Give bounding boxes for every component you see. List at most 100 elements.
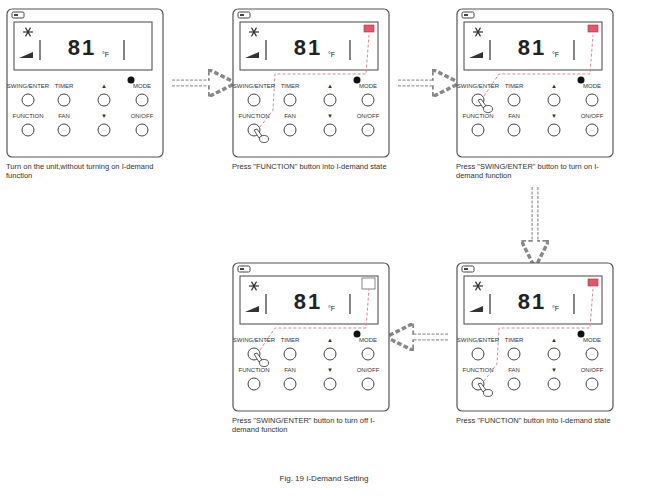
step-caption: Press "FUNCTION" button into I-demand st… <box>456 416 614 425</box>
push-button <box>136 124 148 136</box>
temperature-unit: °F <box>328 51 335 58</box>
button-label: TIMER <box>281 337 300 343</box>
button-label: FUNCTION <box>463 367 494 373</box>
temperature-readout: 81 <box>68 37 96 59</box>
lcd-display <box>464 22 602 70</box>
controller-step: 81°FSWING/ENTERTIMER▲MODEFUNCTIONFAN▼ON/… <box>232 8 390 174</box>
button-label: FUNCTION <box>239 113 270 119</box>
push-button <box>98 124 110 136</box>
status-icon <box>238 266 250 272</box>
status-icon <box>238 12 250 18</box>
push-button <box>586 378 598 390</box>
temperature-readout: 81 <box>294 291 322 313</box>
i-demand-indicator <box>364 25 374 32</box>
button-label: ON/OFF <box>357 367 380 373</box>
controller-housing <box>457 263 613 411</box>
push-button <box>324 94 336 106</box>
figure-caption: Fig. 19 I-Demand Setting <box>280 474 369 483</box>
button-label: MODE <box>583 337 601 343</box>
push-button <box>324 348 336 360</box>
push-button <box>586 124 598 136</box>
fan-speed-icon <box>245 306 259 312</box>
cool-mode-icon <box>473 28 483 37</box>
controller-step: 81°FSWING/ENTERTIMER▲MODEFUNCTIONFAN▼ON/… <box>456 262 614 428</box>
lcd-separator <box>573 40 574 60</box>
button-label: FAN <box>508 113 520 119</box>
pressing-hand <box>478 99 493 113</box>
button-label: ON/OFF <box>131 113 154 119</box>
push-button <box>324 124 336 136</box>
push-button <box>22 94 34 106</box>
indicator-lamp <box>578 77 585 84</box>
controller-housing <box>233 263 389 411</box>
button-label: FAN <box>58 113 70 119</box>
controller-housing <box>7 9 163 157</box>
button-label: MODE <box>133 83 151 89</box>
step-caption: Press "FUNCTION" button into I-demand st… <box>232 162 390 171</box>
push-button <box>586 94 598 106</box>
cool-mode-icon <box>249 28 259 37</box>
button-label: FUNCTION <box>13 113 44 119</box>
push-button <box>362 124 374 136</box>
temperature-readout: 81 <box>518 291 546 313</box>
button-label: ON/OFF <box>357 113 380 119</box>
button-label: TIMER <box>55 83 74 89</box>
fan-speed-icon <box>245 52 259 58</box>
lcd-separator <box>349 40 350 60</box>
temperature-unit: °F <box>328 305 335 312</box>
button-label: SWING/ENTER <box>233 83 275 89</box>
button-label: SWING/ENTER <box>457 83 499 89</box>
push-button <box>472 348 484 360</box>
push-button <box>362 94 374 106</box>
push-button <box>548 94 560 106</box>
button-label: SWING/ENTER <box>7 83 49 89</box>
button-label: MODE <box>583 83 601 89</box>
step-arrow <box>172 83 222 84</box>
fan-speed-icon <box>19 52 33 58</box>
button-label: ON/OFF <box>581 113 604 119</box>
lcd-separator <box>349 294 350 314</box>
cool-mode-icon <box>473 282 483 291</box>
i-demand-indicator <box>588 279 598 286</box>
controller-housing <box>457 9 613 157</box>
push-button <box>248 94 260 106</box>
button-label: ▼ <box>551 113 557 119</box>
button-label: TIMER <box>505 337 524 343</box>
push-button <box>586 348 598 360</box>
pressing-hand <box>254 129 269 143</box>
push-button <box>508 348 520 360</box>
push-button <box>508 124 520 136</box>
temperature-readout: 81 <box>294 37 322 59</box>
step-arrow <box>400 337 448 338</box>
push-button <box>362 348 374 360</box>
button-label: ON/OFF <box>581 367 604 373</box>
status-icon <box>462 266 474 272</box>
push-button <box>22 124 34 136</box>
status-icon <box>12 12 24 18</box>
indicator-lamp <box>354 331 361 338</box>
step-arrow <box>398 83 446 84</box>
lcd-display <box>240 22 378 70</box>
step-caption: Turn on the unit,without turning on I-de… <box>6 162 164 181</box>
lcd-separator <box>265 294 266 314</box>
button-label: ▲ <box>551 83 557 89</box>
lcd-display <box>240 276 378 324</box>
step-arrow <box>535 187 536 254</box>
press-guide-line <box>260 289 369 350</box>
step-caption: Press "SWING/ENTER" button to turn on I-… <box>456 162 614 181</box>
button-label: SWING/ENTER <box>457 337 499 343</box>
button-label: FAN <box>284 367 296 373</box>
i-demand-indicator <box>588 25 598 32</box>
controller-housing <box>233 9 389 157</box>
press-guide-line <box>484 289 593 381</box>
push-button <box>548 348 560 360</box>
lcd-separator <box>39 40 40 60</box>
button-label: TIMER <box>505 83 524 89</box>
push-button <box>284 378 296 390</box>
lcd-separator <box>489 294 490 314</box>
push-button <box>58 94 70 106</box>
pressing-hand <box>478 383 493 397</box>
push-button <box>324 378 336 390</box>
button-label: ▲ <box>101 83 107 89</box>
